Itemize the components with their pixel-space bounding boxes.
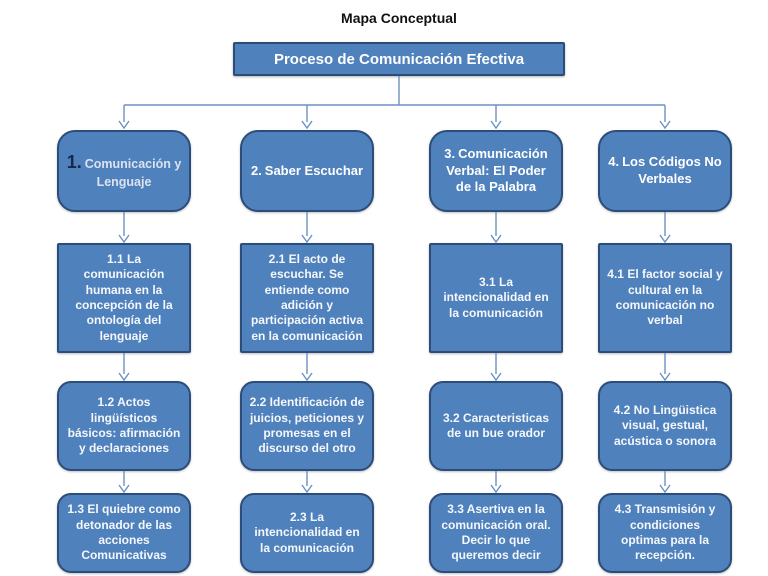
arrow-down-icon [659,353,671,381]
arrow-down-icon [118,353,130,381]
subtopic-node-1-1: 1.1 La comunicación humana en la concepc… [57,243,191,353]
arrow-down-icon [118,212,130,243]
topic-4-number: 4. [608,154,620,170]
topic-node-3: 3.Comunicación Verbal: El Poder de la Pa… [429,130,563,212]
arrow-down-icon [490,471,502,493]
subtopic-node-3-1: 3.1 La intencionalidad en la comunicació… [429,243,563,353]
subtopic-node-2-2: 2.2 Identificación de juicios, peticione… [240,381,374,471]
subtopic-node-1-3: 1.3 El quiebre como detonador de las acc… [57,493,191,573]
subtopic-node-1-2: 1.2 Actos lingüísticos básicos: afirmaci… [57,381,191,471]
subtopic-node-2-1: 2.1 El acto de escuchar. Se entiende com… [240,243,374,353]
tree-connector-lines [118,76,671,130]
topic-2-text: 2.Saber Escuchar [251,163,363,180]
column-3: 3.Comunicación Verbal: El Poder de la Pa… [429,130,563,573]
arrow-down-icon [118,471,130,493]
arrow-down-icon [659,471,671,493]
arrow-down-icon [301,471,313,493]
arrow-down-icon [301,353,313,381]
topic-4-text: 4.Los Códigos No Verbales [607,154,723,187]
topic-3-label: Comunicación Verbal: El Poder de la Pala… [446,146,548,195]
topic-3-number: 3. [444,146,456,162]
arrow-down-icon [490,212,502,243]
subtopic-node-4-3: 4.3 Transmisión y condiciones optimas pa… [598,493,732,573]
topic-3-text: 3.Comunicación Verbal: El Poder de la Pa… [438,146,554,196]
topic-2-label: Saber Escuchar [264,162,364,178]
topic-node-2: 2.Saber Escuchar [240,130,374,212]
page-title: Mapa Conceptual [341,10,457,26]
column-4: 4.Los Códigos No Verbales 4.1 El factor … [598,130,732,573]
subtopic-node-3-3: 3.3 Asertiva en la comunicación oral. De… [429,493,563,573]
root-node: Proceso de Comunicación Efectiva [233,42,565,76]
subtopic-node-4-1: 4.1 El factor social y cultural en la co… [598,243,732,353]
arrow-down-icon [659,212,671,243]
subtopic-node-2-3: 2.3 La intencionalidad en la comunicació… [240,493,374,573]
topic-node-4: 4.Los Códigos No Verbales [598,130,732,212]
root-node-label: Proceso de Comunicación Efectiva [273,50,525,68]
topic-2-number: 2. [250,162,262,178]
topic-1-label: Comunicación y Lenguaje [84,157,182,190]
column-1: 1.Comunicación y Lenguaje 1.1 La comunic… [57,130,191,573]
topic-4-label: Los Códigos No Verbales [622,154,722,186]
subtopic-node-3-2: 3.2 Caracteristicas de un bue orador [429,381,563,471]
column-2: 2.Saber Escuchar 2.1 El acto de escuchar… [240,130,374,573]
arrow-down-icon [490,353,502,381]
topic-1-number: 1. [66,152,82,173]
arrow-down-icon [301,212,313,243]
topic-1-text: 1.Comunicación y Lenguaje [66,151,182,190]
topic-node-1: 1.Comunicación y Lenguaje [57,130,191,212]
subtopic-node-4-2: 4.2 No Lingüistica visual, gestual, acús… [598,381,732,471]
